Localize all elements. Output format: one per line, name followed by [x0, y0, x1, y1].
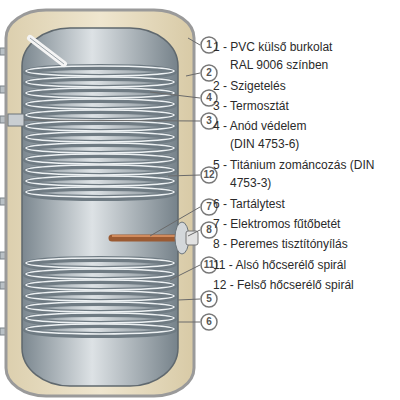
- part-description: 1 - PVC külső burkolat RAL 9006 színben: [213, 38, 356, 74]
- part-description: 11 - Alsó hőcserélő spirál: [213, 256, 385, 274]
- anode-rod: [30, 38, 64, 64]
- part-description: 6 - Tartálytest: [213, 195, 385, 213]
- thermostat: [8, 114, 24, 126]
- leader-lines: [24, 38, 200, 322]
- callout-circle: 5: [200, 290, 218, 308]
- part-description: 5 - Titánium zománcozás (DIN 4753-3): [213, 156, 380, 192]
- tank-body: [22, 28, 178, 386]
- part-description: 8 - Peremes tisztítónyílás: [213, 235, 385, 253]
- part-description: 7 - Elektromos fűtőbetét: [213, 215, 385, 233]
- part-description: 4 - Anód védelem (DIN 4753-6): [213, 117, 322, 153]
- callout-number: 5: [200, 290, 218, 308]
- part-description: 2 - Szigetelés: [213, 77, 385, 95]
- upper-coil: [26, 66, 174, 198]
- part-description: 3 - Termosztát: [213, 97, 385, 115]
- lower-coil: [26, 258, 174, 335]
- heating-element: [112, 235, 182, 242]
- outer-casing: [6, 10, 194, 396]
- part-description: 12 - Felső hőcserélő spirál: [213, 276, 388, 294]
- callout-ring: [201, 291, 217, 307]
- anode-rod-edge: [30, 38, 64, 64]
- callout-number: 6: [200, 313, 218, 331]
- element-head: [186, 231, 198, 245]
- callout-ring: [201, 314, 217, 330]
- callout-circle: 6: [200, 313, 218, 331]
- heating-element-highlight: [112, 235, 182, 237]
- callout-ring: [201, 65, 217, 81]
